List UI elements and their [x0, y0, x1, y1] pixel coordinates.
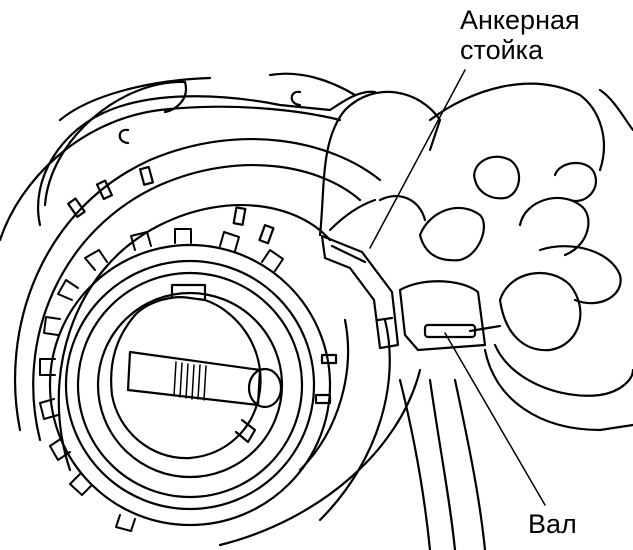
shaft-splines — [173, 361, 207, 401]
housing-outline — [37, 90, 377, 227]
housing-upper-line — [58, 76, 212, 122]
anchor-post-label-line1: Анкерная — [460, 5, 580, 35]
hand-finger — [538, 245, 622, 305]
shaft-end — [247, 367, 283, 409]
drum-arc-5 — [318, 318, 391, 522]
shaft-label: Вал — [528, 509, 577, 539]
anchor-post-label: Анкерная стойка — [460, 5, 580, 65]
anchor-post-line — [330, 244, 367, 264]
hand-thumb — [378, 195, 427, 222]
c-clip — [118, 128, 130, 145]
gear-teeth — [39, 228, 284, 532]
clamp-rod — [468, 324, 502, 333]
hub-slot — [234, 418, 257, 444]
hub-boss — [110, 296, 262, 460]
hand-right-lower — [483, 348, 633, 432]
c-clip — [290, 90, 302, 107]
drum-arc-2 — [32, 163, 362, 442]
housing-top-rim — [268, 72, 357, 97]
hand-finger-knuckle — [553, 161, 598, 203]
hand-finger — [518, 196, 590, 257]
clutch-outer-ring — [48, 243, 332, 527]
bench-line — [428, 378, 457, 550]
hand-finger — [418, 206, 485, 262]
anchor-post-line — [376, 316, 394, 322]
clamp-slot — [423, 323, 477, 339]
anchor-post-label-line2: стойка — [460, 35, 544, 65]
anchor-post — [320, 234, 400, 350]
housing-flange — [0, 105, 342, 242]
clutch-ring-3 — [76, 271, 304, 499]
hand-left-finger — [318, 90, 442, 237]
hub-slot — [170, 283, 207, 302]
bench-line — [398, 378, 432, 550]
drum-outer-arc — [13, 137, 382, 432]
hub-outer — [96, 291, 284, 479]
bench-line — [453, 378, 487, 550]
drum-arc-4 — [298, 318, 350, 472]
drum-arc-6 — [218, 368, 422, 547]
housing-outline-top — [43, 80, 188, 207]
hand-wrist — [598, 88, 633, 132]
input-shaft — [126, 350, 262, 407]
hand-right-lower — [493, 343, 633, 397]
drum-slots — [67, 165, 338, 405]
leader-line-anchor — [369, 69, 466, 249]
hand-left-finger — [328, 198, 377, 232]
clutch-ring-2 — [64, 259, 316, 511]
clamp-tool — [398, 280, 487, 352]
leader-line-shaft — [444, 332, 546, 506]
hand-right-finger — [498, 271, 582, 352]
hand-palm — [428, 82, 605, 172]
hand-finger-knuckle — [473, 155, 521, 200]
